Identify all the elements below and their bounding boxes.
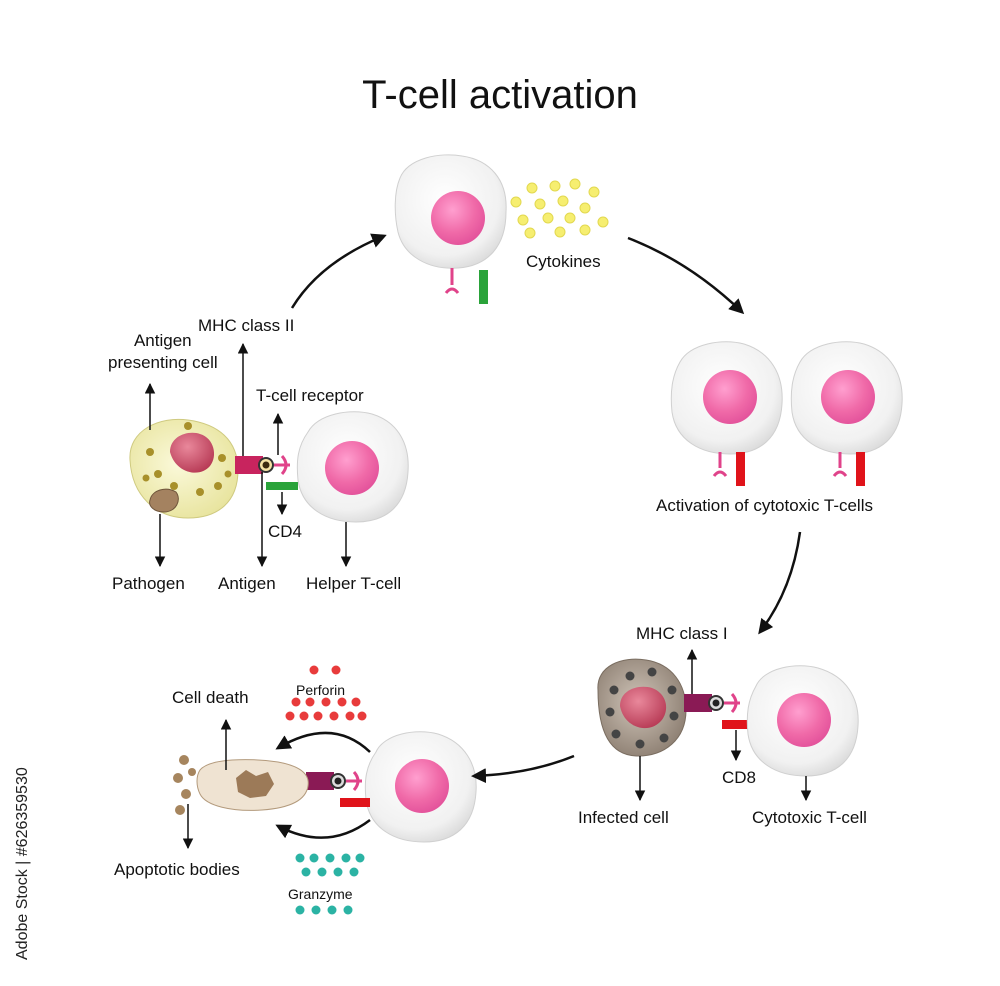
arrow-perforin: [275, 731, 371, 753]
arrow-granzyme: [275, 819, 371, 839]
nucleus: [431, 191, 485, 245]
helper-t-cell-top: [394, 154, 507, 304]
mhc-ii-complex: [235, 456, 263, 474]
cytotoxic-t-cell: [746, 665, 859, 777]
label-infected-cell: Infected cell: [578, 808, 669, 827]
pathogen-particle: [149, 488, 179, 513]
cytotoxic-t-cell-left: [670, 341, 783, 486]
label-activation-cytotoxic: Activation of cytotoxic T-cells: [656, 496, 873, 515]
arrow-to-killing: [471, 754, 575, 784]
label-cell-death: Cell death: [172, 688, 249, 707]
label-apoptotic-bodies: Apoptotic bodies: [114, 860, 240, 879]
pointer-arrows: [144, 342, 812, 850]
label-granzyme: Granzyme: [288, 886, 353, 902]
label-cytotoxic-t-cell: Cytotoxic T-cell: [752, 808, 867, 827]
stock-watermark-id: Adobe Stock | #626359530: [14, 767, 31, 960]
perforin-particles: [285, 665, 367, 721]
cytokine-particles: [510, 178, 609, 239]
helper-t-cell: [296, 411, 409, 523]
infected-cell: [597, 658, 752, 757]
cd4-receptor: [479, 270, 488, 304]
label-helper-t-cell: Helper T-cell: [306, 574, 402, 593]
cytotoxic-t-cell-right: [790, 341, 903, 486]
label-cd8: CD8: [722, 768, 757, 787]
arrow-to-activation: [627, 236, 745, 315]
diagram-title: T-cell activation: [362, 73, 638, 117]
label-t-cell-receptor: T-cell receptor: [256, 386, 364, 405]
granzyme-particles: [295, 853, 365, 915]
dying-cell: [196, 759, 309, 811]
cycle-arrows: [275, 233, 802, 839]
label-mhc-class-i: MHC class I: [636, 624, 728, 643]
label-antigen: Antigen: [218, 574, 276, 593]
apoptotic-bodies: [173, 755, 196, 815]
label-antigen-presenting-cell: Antigen presenting cell: [108, 331, 218, 372]
label-perforin: Perforin: [296, 682, 346, 698]
label-mhc-class-ii: MHC class II: [198, 316, 295, 335]
arrow-to-infected-cell: [758, 531, 802, 635]
antigen-presenting-cell: [129, 418, 298, 519]
label-cytokines: Cytokines: [526, 252, 601, 271]
label-pathogen: Pathogen: [112, 574, 185, 593]
label-cd4: CD4: [268, 522, 303, 541]
arrow-to-cytokine-cell: [290, 233, 387, 309]
killer-t-cell: [306, 731, 477, 843]
